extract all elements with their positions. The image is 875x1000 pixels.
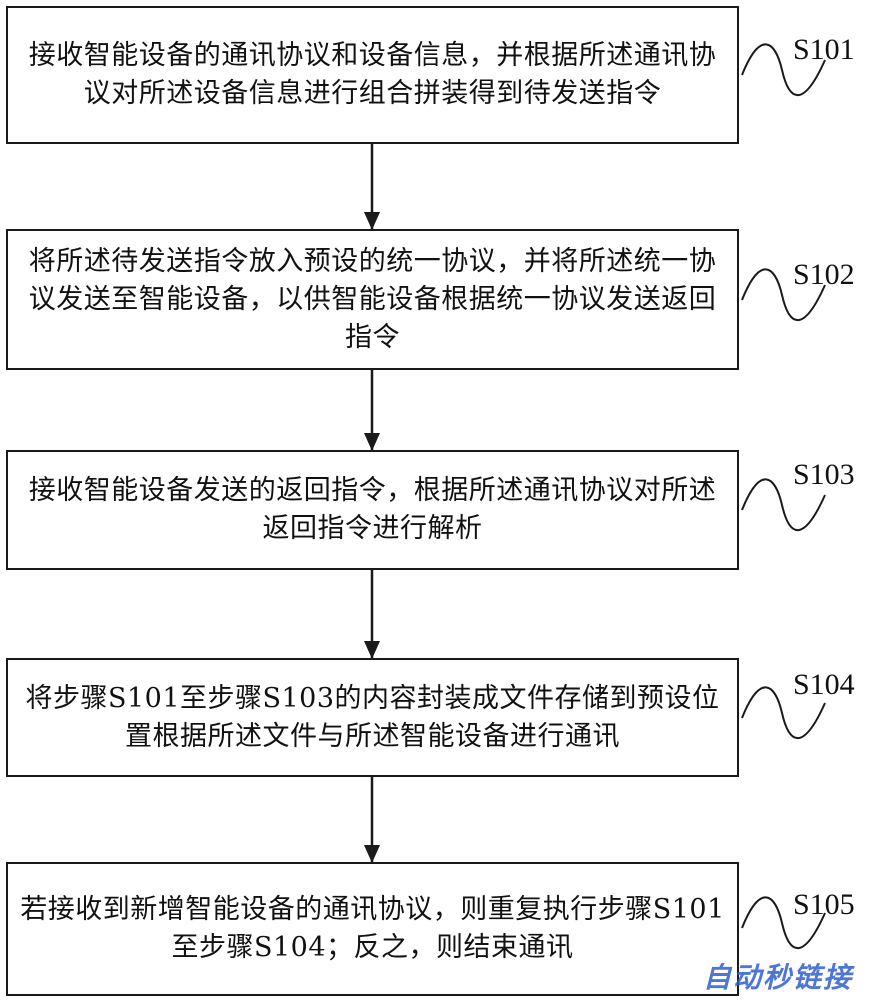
step-label-s102: S102	[793, 258, 855, 291]
arrowhead-s104-s105	[364, 845, 380, 863]
step-label-s101: S101	[793, 33, 855, 66]
step-box-s104: 将步骤S101至步骤S103的内容封装成文件存储到预设位置根据所述文件与所述智能…	[6, 658, 739, 777]
step-label-s103: S103	[793, 458, 855, 491]
step-box-s102: 将所述待发送指令放入预设的统一协议，并将所述统一协议发送至智能设备，以供智能设备…	[6, 229, 739, 370]
step-box-s101: 接收智能设备的通讯协议和设备信息，并根据所述通讯协议对所述设备信息进行组合拼装得…	[6, 6, 739, 144]
step-label-s105: S105	[793, 888, 855, 921]
watermark-logo: 自动秒链接	[702, 961, 853, 994]
arrowhead-s102-s103	[364, 433, 380, 451]
step-text-s102: 将所述待发送指令放入预设的统一协议，并将所述统一协议发送至智能设备，以供智能设备…	[28, 245, 717, 353]
step-text-s101: 接收智能设备的通讯协议和设备信息，并根据所述通讯协议对所述设备信息进行组合拼装得…	[28, 40, 717, 109]
step-text-s103: 接收智能设备发送的返回指令，根据所述通讯协议对所述返回指令进行解析	[28, 475, 717, 544]
arrowhead-s101-s102	[364, 212, 380, 230]
step-text-s104: 将步骤S101至步骤S103的内容封装成文件存储到预设位置根据所述文件与所述智能…	[25, 682, 720, 752]
step-label-s104: S104	[793, 668, 855, 701]
step-box-s105: 若接收到新增智能设备的通讯协议，则重复执行步骤S101至步骤S104；反之，则结…	[6, 862, 739, 996]
step-text-s105: 若接收到新增智能设备的通讯协议，则重复执行步骤S101至步骤S104；反之，则结…	[20, 894, 725, 963]
arrowhead-s103-s104	[364, 641, 380, 659]
step-box-s103: 接收智能设备发送的返回指令，根据所述通讯协议对所述返回指令进行解析	[6, 450, 739, 570]
